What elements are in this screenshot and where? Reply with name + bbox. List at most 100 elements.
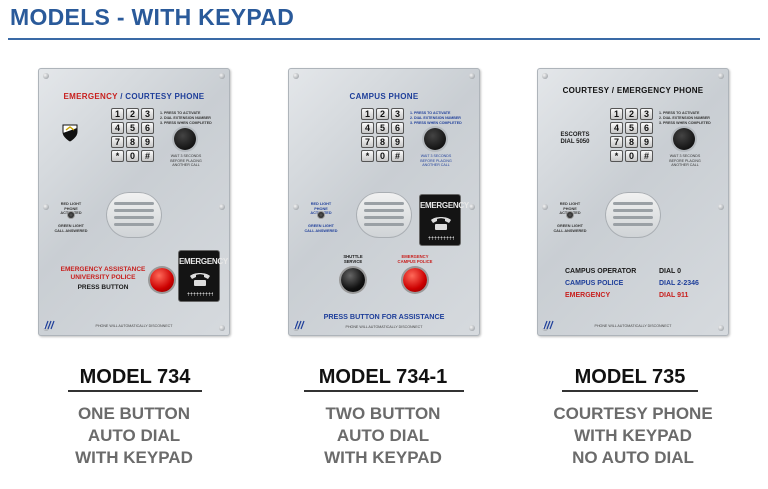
keypad: 1 2 3 4 5 6 7 8 9 * 0 # — [111, 108, 154, 162]
key-2[interactable]: 2 — [376, 108, 389, 120]
phone-panel-734-1: CAMPUS PHONE 1 2 3 4 5 6 7 8 9 * 0 # 1. … — [288, 68, 480, 336]
phone-panel-735: COURTESY / EMERGENCY PHONE ESCORTS DIAL … — [537, 68, 729, 336]
key-star[interactable]: * — [610, 150, 623, 162]
key-3[interactable]: 3 — [391, 108, 404, 120]
speaker-grille — [356, 192, 412, 238]
grille-slat — [364, 223, 404, 226]
screw — [469, 204, 475, 210]
escorts-info: ESCORTS DIAL 5050 — [549, 132, 601, 146]
key-7[interactable]: 7 — [111, 136, 124, 148]
status-led — [318, 212, 324, 218]
instructions: 1. PRESS TO ACTIVATE 2. DIAL EXTENSION N… — [410, 111, 462, 126]
green-light-label: GREEN LIGHT CALL ANSWERED — [553, 224, 587, 233]
instructions: 1. PRESS TO ACTIVATE 2. DIAL EXTENSION N… — [659, 111, 711, 126]
key-8[interactable]: 8 — [625, 136, 638, 148]
screw — [43, 73, 49, 79]
instruction-2: 2. DIAL EXTENSION NUMBER — [659, 116, 710, 120]
key-5[interactable]: 5 — [126, 122, 139, 134]
key-0[interactable]: 0 — [625, 150, 638, 162]
phone-panel-734: EMERGENCY / COURTESY PHONE 1 2 3 4 5 6 7… — [38, 68, 230, 336]
key-0[interactable]: 0 — [376, 150, 389, 162]
key-6[interactable]: 6 — [141, 122, 154, 134]
speaker-grille — [106, 192, 162, 238]
microphone-button[interactable] — [673, 128, 695, 150]
key-5[interactable]: 5 — [376, 122, 389, 134]
key-4[interactable]: 4 — [111, 122, 124, 134]
model-description-734: ONE BUTTON AUTO DIAL WITH KEYPAD — [19, 403, 249, 469]
heading-courtesy: COURTESY PHONE — [125, 92, 205, 101]
press-button-assistance: PRESS BUTTON FOR ASSISTANCE — [323, 312, 445, 321]
panel-heading: EMERGENCY / COURTESY PHONE — [38, 92, 230, 101]
model-underline — [68, 390, 202, 392]
status-led — [567, 212, 573, 218]
emergency-sign-text: EMERGENCY — [420, 201, 469, 210]
desc-line: WITH KEYPAD — [324, 448, 442, 467]
microphone-button[interactable] — [174, 128, 196, 150]
key-2[interactable]: 2 — [126, 108, 139, 120]
wait-note: WAIT 3 SECONDS BEFORE PLACING ANOTHER CA… — [420, 154, 452, 167]
key-hash[interactable]: # — [141, 150, 154, 162]
key-star[interactable]: * — [361, 150, 374, 162]
key-7[interactable]: 7 — [610, 136, 623, 148]
key-9[interactable]: 9 — [391, 136, 404, 148]
heading-separator: / — [117, 92, 126, 101]
key-0[interactable]: 0 — [126, 150, 139, 162]
green-light-label: GREEN LIGHT CALL ANSWERED — [304, 224, 338, 233]
key-star[interactable]: * — [111, 150, 124, 162]
model-name-734: MODEL 734 — [79, 366, 191, 388]
desc-line: ONE BUTTON — [77, 404, 191, 423]
instruction-2: 2. DIAL EXTENSION NUMBER — [160, 116, 211, 120]
desc-line: AUTO DIAL — [87, 426, 181, 445]
page-title: MODELS - WITH KEYPAD — [10, 4, 295, 30]
key-4[interactable]: 4 — [361, 122, 374, 134]
key-9[interactable]: 9 — [640, 136, 653, 148]
key-8[interactable]: 8 — [126, 136, 139, 148]
model-name-735: MODEL 735 — [574, 366, 686, 388]
key-7[interactable]: 7 — [361, 136, 374, 148]
campus-police-label: EMERGENCY CAMPUS POLICE — [397, 254, 433, 264]
key-1[interactable]: 1 — [111, 108, 124, 120]
microphone-button[interactable] — [424, 128, 446, 150]
key-5[interactable]: 5 — [625, 122, 638, 134]
instruction-1: 1. PRESS TO ACTIVATE — [659, 111, 700, 115]
grille-slat — [364, 209, 404, 212]
green-light-label: GREEN LIGHT CALL ANSWERED — [54, 224, 88, 233]
key-6[interactable]: 6 — [391, 122, 404, 134]
directory-name-police: CAMPUS POLICE — [565, 280, 624, 287]
key-9[interactable]: 9 — [141, 136, 154, 148]
key-8[interactable]: 8 — [376, 136, 389, 148]
campus-police-button[interactable] — [403, 268, 427, 292]
key-3[interactable]: 3 — [141, 108, 154, 120]
screw — [718, 325, 724, 331]
brand-logo-icon — [543, 320, 554, 330]
key-6[interactable]: 6 — [640, 122, 653, 134]
disconnect-note: PHONE WILL AUTOMATICALLY DISCONNECT — [594, 324, 672, 328]
status-led — [68, 212, 74, 218]
key-4[interactable]: 4 — [610, 122, 623, 134]
key-2[interactable]: 2 — [625, 108, 638, 120]
screw — [469, 73, 475, 79]
key-hash[interactable]: # — [640, 150, 653, 162]
instruction-1: 1. PRESS TO ACTIVATE — [160, 111, 201, 115]
emergency-red-button[interactable] — [150, 268, 174, 292]
escorts-label: ESCORTS — [560, 132, 590, 138]
key-1[interactable]: 1 — [361, 108, 374, 120]
shuttle-service-button[interactable] — [341, 268, 365, 292]
brand-logo-icon — [44, 320, 55, 330]
grille-slat — [364, 202, 404, 205]
desc-line: AUTO DIAL — [336, 426, 430, 445]
keypad: 1 2 3 4 5 6 7 8 9 * 0 # — [361, 108, 404, 162]
panel-heading: CAMPUS PHONE — [349, 92, 419, 101]
grille-slat — [364, 216, 404, 219]
grille-slat — [114, 216, 154, 219]
key-hash[interactable]: # — [391, 150, 404, 162]
grille-slat — [613, 209, 653, 212]
key-1[interactable]: 1 — [610, 108, 623, 120]
grille-slat — [114, 202, 154, 205]
screw — [219, 73, 225, 79]
instructions: 1. PRESS TO ACTIVATE 2. DIAL EXTENSION N… — [160, 111, 212, 126]
braille-dots — [428, 236, 454, 240]
model-description-735: COURTESY PHONE WITH KEYPAD NO AUTO DIAL — [518, 403, 748, 469]
panel-heading: COURTESY / EMERGENCY PHONE — [562, 86, 704, 95]
key-3[interactable]: 3 — [640, 108, 653, 120]
